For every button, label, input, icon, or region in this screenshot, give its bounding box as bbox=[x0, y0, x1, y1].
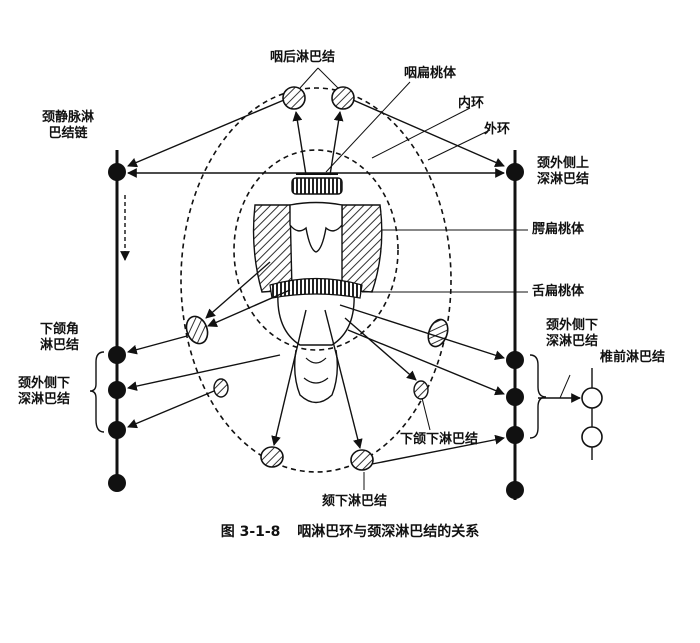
submandibular-node-right bbox=[413, 380, 429, 400]
label-lingual-tonsil: 舌扁桃体 bbox=[532, 284, 585, 299]
mandibular-angle-node-right bbox=[427, 318, 449, 348]
inner-ring-boundary bbox=[233, 149, 399, 351]
label-lower-deep-left: 颈外侧下 深淋巴结 bbox=[18, 376, 71, 407]
node-left-lower-2 bbox=[108, 381, 126, 399]
node-left-lower-3 bbox=[108, 421, 126, 439]
oral-cavity-outline bbox=[289, 201, 343, 253]
label-lower-deep-right: 颈外侧下 深淋巴结 bbox=[546, 318, 599, 349]
tongue-outline bbox=[277, 291, 355, 346]
retropharyngeal-node-right bbox=[331, 86, 355, 110]
node-right-upper bbox=[506, 163, 524, 181]
figure-caption: 图 3-1-8 咽淋巴环与颈深淋巴结的关系 bbox=[0, 521, 700, 541]
right-brace bbox=[529, 354, 547, 439]
larynx-inner bbox=[303, 357, 329, 384]
node-left-lower-1 bbox=[108, 346, 126, 364]
leader-lines bbox=[299, 67, 571, 490]
label-jugular-chain: 颈静脉淋 巴结链 bbox=[42, 110, 95, 141]
retropharyngeal-node-left bbox=[282, 86, 306, 110]
label-mandibular-angle: 下颌角 淋巴结 bbox=[40, 322, 80, 353]
prevertebral-node-1 bbox=[581, 387, 603, 409]
pharyngeal-tonsil-shape bbox=[291, 173, 343, 195]
submandibular-node-left bbox=[213, 378, 229, 398]
node-right-lower-1 bbox=[506, 351, 524, 369]
outer-ring-boundary bbox=[180, 87, 452, 473]
node-left-bottom bbox=[108, 474, 126, 492]
lymph-flow-arrows bbox=[127, 99, 505, 465]
label-prevertebral: 椎前淋巴结 bbox=[600, 350, 666, 365]
node-right-bottom bbox=[506, 481, 524, 499]
label-retropharyngeal: 咽后淋巴结 bbox=[270, 50, 336, 65]
submental-node-right bbox=[350, 449, 374, 471]
label-submental: 颏下淋巴结 bbox=[322, 494, 388, 509]
label-upper-deep-right: 颈外侧上 深淋巴结 bbox=[537, 156, 590, 187]
left-brace bbox=[89, 351, 105, 433]
submental-node-left bbox=[260, 446, 284, 468]
node-left-upper bbox=[108, 163, 126, 181]
prevertebral-node-2 bbox=[581, 426, 603, 448]
label-submandibular: 下颌下淋巴结 bbox=[400, 432, 479, 447]
palatine-tonsil-left bbox=[252, 204, 293, 293]
palatine-tonsil-right bbox=[341, 204, 383, 293]
label-palatine-tonsil: 腭扁桃体 bbox=[532, 222, 585, 237]
label-inner-ring: 内环 bbox=[458, 96, 485, 111]
label-outer-ring: 外环 bbox=[484, 122, 511, 137]
node-right-lower-2 bbox=[506, 388, 524, 406]
larynx-outline bbox=[293, 349, 339, 404]
label-pharyngeal-tonsil: 咽扁桃体 bbox=[404, 66, 457, 81]
mandibular-angle-node-left bbox=[185, 315, 209, 345]
lingual-tonsil-shape bbox=[269, 277, 363, 299]
node-right-lower-3 bbox=[506, 426, 524, 444]
figure-number: 图 3-1-8 bbox=[220, 524, 281, 540]
figure-title: 咽淋巴环与颈深淋巴结的关系 bbox=[297, 524, 480, 540]
